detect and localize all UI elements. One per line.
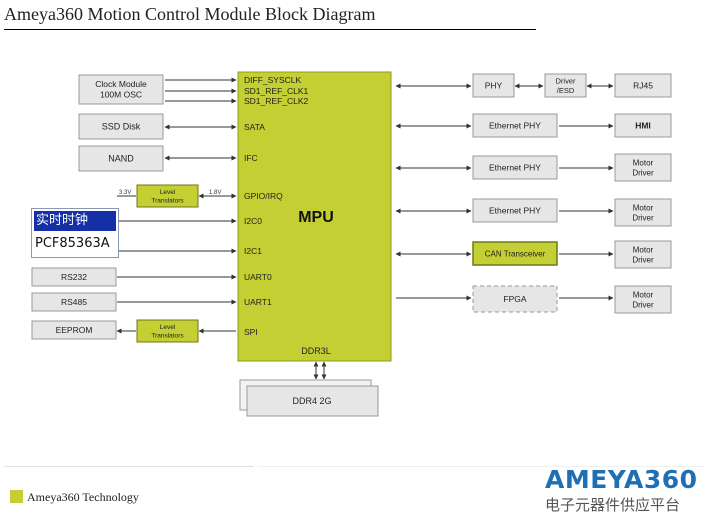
title-underline (4, 29, 536, 30)
motor-driver-3-block-label: Motor (633, 245, 654, 254)
driver-esd-block-label: /ESD (557, 86, 575, 95)
rj45-block-label: RJ45 (633, 80, 653, 90)
rtc-chip-part: PCF85363A (35, 236, 110, 251)
connector-lines (116, 77, 614, 380)
can-transceiver-block-label: CAN Transceiver (485, 249, 546, 258)
legend-swatch (10, 490, 23, 503)
hmi-block-label: HMI (635, 120, 651, 130)
eeprom-block: EEPROM (31, 320, 117, 340)
level-translator-2-label: Level (160, 324, 176, 331)
mpu-port-label: GPIO/IRQ (244, 191, 283, 201)
ethernet-phy-2-block-label: Ethernet PHY (489, 162, 541, 172)
motor-driver-3-block-label: Driver (632, 255, 654, 264)
motor-driver-1-block-label: Driver (632, 168, 654, 177)
footer-divider (4, 466, 254, 467)
level-translator-2-label: Translators (151, 333, 184, 340)
phy-block: PHY (472, 73, 515, 98)
clock-module-block-label: 100M OSC (100, 90, 142, 100)
diagram-blocks: MPU DDR3L DIFF_SYSCLKSD1_REF_CLK1SD1_REF_C… (31, 71, 672, 417)
clock-module-block-label: Clock Module (95, 79, 147, 89)
motor-driver-4-block-label: Motor (633, 290, 654, 299)
driver-esd-block-label: Driver (556, 76, 577, 85)
rtc-chip-title: 实时时钟 (34, 211, 116, 231)
mpu-block: MPU DDR3L DIFF_SYSCLKSD1_REF_CLK1SD1_REF_C… (237, 71, 392, 362)
nand-block-label: NAND (108, 154, 134, 164)
ethernet-phy-1-block-label: Ethernet PHY (489, 120, 541, 130)
level-translator-1-label: Translators (151, 198, 184, 205)
hmi-block: HMI (614, 113, 672, 138)
logo-tagline: 电子元器件供应平台 (545, 496, 681, 514)
ddr-port-label: DDR3L (301, 346, 331, 356)
rj45-block: RJ45 (614, 73, 672, 98)
motor-driver-4-block-label: Driver (632, 300, 654, 309)
level-translator-1-label: Level (160, 189, 176, 196)
voltage-1v8-label: 1.8V (209, 190, 221, 196)
mpu-port-label: I2C1 (244, 246, 262, 256)
can-transceiver-block: CAN Transceiver (472, 241, 558, 266)
mpu-port-label: UART1 (244, 297, 272, 307)
motor-driver-2-block-label: Motor (633, 203, 654, 212)
rs485-block: RS485 (31, 292, 117, 312)
page-title: Ameya360 Motion Control Module Block Dia… (4, 4, 376, 24)
ethernet-phy-3-block-label: Ethernet PHY (489, 205, 541, 215)
rs232-block-label: RS232 (61, 272, 87, 282)
rtc-chip-box: 实时时钟 PCF85363A (31, 208, 119, 258)
mpu-port-label: SD1_REF_CLK2 (244, 96, 309, 106)
ssd-disk-block: SSD Disk (78, 113, 164, 140)
ddr4-block: DDR4 2G (239, 379, 379, 417)
motor-driver-2-block-label: Driver (632, 213, 654, 222)
mpu-port-label: DIFF_SYSCLK (244, 75, 301, 85)
voltage-3v3-label: 3.3V (119, 190, 131, 196)
ethernet-phy-3-block: Ethernet PHY (472, 198, 558, 223)
phy-block-label: PHY (485, 80, 503, 90)
logo-wordmark: AMEYA360 (545, 465, 698, 494)
ameya360-logo: AMEYA360 电子元器件供应平台 (543, 463, 708, 516)
ethernet-phy-2-block: Ethernet PHY (472, 155, 558, 180)
nand-block: NAND (78, 145, 164, 172)
fpga-block-label: FPGA (503, 294, 526, 304)
mpu-port-label: SATA (244, 122, 265, 132)
rs485-block-label: RS485 (61, 297, 87, 307)
ssd-disk-block-label: SSD Disk (102, 122, 141, 132)
driver-esd-block: Driver/ESD (544, 73, 587, 98)
mpu-port-label: SD1_REF_CLK1 (244, 86, 309, 96)
ethernet-phy-1-block: Ethernet PHY (472, 113, 558, 138)
legend-label: Ameya360 Technology (27, 490, 139, 504)
footer-divider-right (258, 466, 704, 467)
eeprom-block-label: EEPROM (56, 325, 93, 335)
fpga-block: FPGA (472, 285, 558, 313)
motor-driver-1-block-label: Motor (633, 158, 654, 167)
mpu-port-label: SPI (244, 327, 258, 337)
rs232-block: RS232 (31, 267, 117, 287)
mpu-label: MPU (298, 209, 334, 226)
ddr4-label: DDR4 2G (292, 396, 331, 406)
mpu-port-label: I2C0 (244, 216, 262, 226)
mpu-port-label: UART0 (244, 272, 272, 282)
mpu-port-label: IFC (244, 153, 258, 163)
